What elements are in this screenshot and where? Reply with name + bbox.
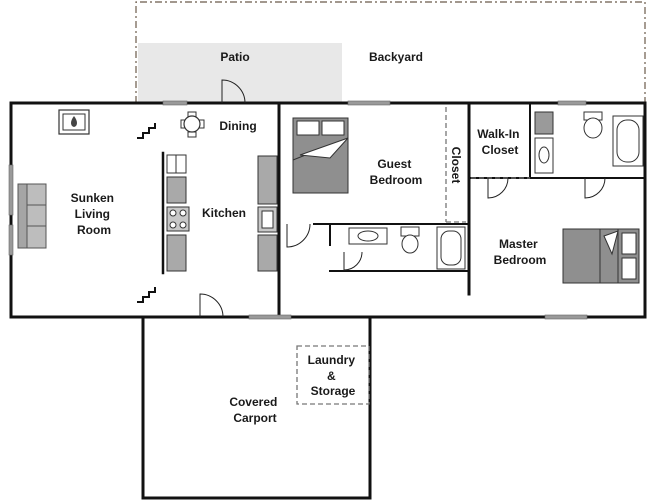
stairs-icon bbox=[137, 287, 156, 303]
kitchen-counter-left bbox=[166, 154, 190, 272]
bed-icon bbox=[562, 228, 640, 284]
label-dining: Dining bbox=[219, 119, 256, 133]
label-patio: Patio bbox=[220, 50, 249, 64]
carport-wall bbox=[141, 315, 372, 500]
master-bath bbox=[534, 111, 644, 174]
sink-icon bbox=[534, 137, 554, 174]
bed-icon bbox=[292, 117, 349, 194]
label-kitchen: Kitchen bbox=[202, 206, 246, 220]
toilet-icon bbox=[583, 111, 603, 139]
backyard-boundary bbox=[135, 1, 646, 103]
label-sunken-living-room: Sunken Living Room bbox=[71, 191, 118, 237]
windows bbox=[8, 100, 588, 320]
label-closet: Closet bbox=[449, 147, 463, 184]
label-walk-in-closet: Walk-In Closet bbox=[477, 127, 523, 157]
label-backyard: Backyard bbox=[369, 50, 423, 64]
refrigerator-icon bbox=[166, 176, 187, 204]
label-guest-bedroom: Guest Bedroom bbox=[370, 157, 423, 187]
sink-icon bbox=[348, 227, 388, 245]
label-master-bedroom: Master Bedroom bbox=[494, 237, 547, 267]
bathtub-icon bbox=[436, 226, 466, 270]
bathtub-icon bbox=[612, 115, 644, 167]
fireplace-icon bbox=[58, 109, 90, 135]
toilet-icon bbox=[400, 226, 420, 254]
label-covered-carport: Covered Carport bbox=[229, 395, 280, 425]
patio-area bbox=[138, 43, 342, 103]
label-laundry-storage: Laundry & Storage bbox=[308, 353, 359, 398]
guest-closet-outline bbox=[445, 107, 466, 223]
kitchen-counter-right bbox=[257, 155, 278, 272]
guest-bath bbox=[348, 226, 466, 270]
doors bbox=[199, 79, 606, 318]
laundry-outline bbox=[296, 345, 370, 405]
stairs-icon bbox=[137, 123, 156, 139]
sink-icon bbox=[257, 206, 278, 233]
dining-table-icon bbox=[180, 111, 205, 138]
sofa-icon bbox=[17, 183, 47, 249]
stove-icon bbox=[166, 206, 190, 232]
